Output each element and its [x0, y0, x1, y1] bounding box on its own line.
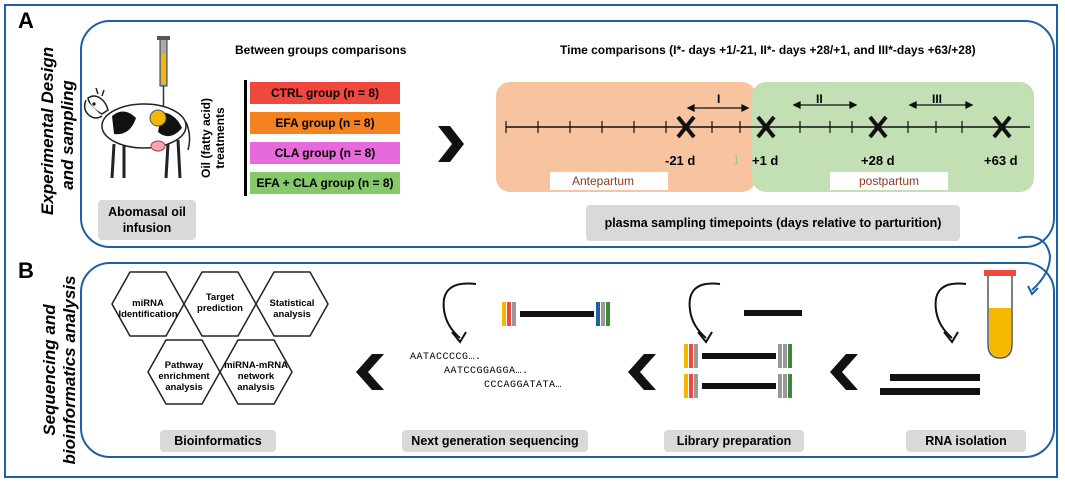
group-cla: CLA group (n = 8)	[250, 142, 400, 164]
chevron-left-icon	[830, 354, 858, 390]
treatments-label: Oil (fatty acid) treatments	[199, 73, 227, 203]
figure-frame	[4, 4, 1058, 478]
time-comparisons-header: Time comparisons (I*- days +1/-21, II*- …	[560, 43, 976, 57]
sequence-read-3: CCCAGGATATA…	[484, 380, 563, 391]
plasma-sampling-label: plasma sampling timepoints (days relativ…	[586, 205, 960, 241]
group-efa-cla: EFA + CLA group (n = 8)	[250, 172, 400, 194]
bioinformatics-hexagons	[111, 271, 329, 405]
infusion-line1: Abomasal oil	[108, 205, 186, 219]
panel-a-title-line1: Experimental Design	[38, 46, 57, 215]
hex4-line3: analysis	[165, 382, 203, 393]
treatments-line1: Oil (fatty acid)	[199, 98, 213, 179]
rna-isolation-label: RNA isolation	[906, 430, 1026, 452]
treatments-bracket	[244, 80, 247, 196]
sequence-read-1: AATACCCCG….	[410, 352, 482, 363]
interval-iii-arrow	[908, 100, 974, 110]
panel-b	[80, 262, 1055, 458]
hex-label-pathway: Pathway enrichment analysis	[149, 360, 219, 393]
panel-b-letter: B	[18, 258, 34, 283]
hex-network-analysis	[219, 339, 293, 405]
hex1-line1: miRNA	[132, 298, 164, 309]
hex-statistical-analysis	[255, 271, 329, 337]
sequence-read-2: AATCCGGAGGA….	[444, 366, 529, 377]
between-groups-header: Between groups comparisons	[235, 43, 407, 57]
panel-b-title-line2: bioinformatics analysis	[60, 275, 79, 465]
hex2-line1: Target	[205, 292, 235, 303]
group-efa: EFA group (n = 8)	[250, 112, 400, 134]
interval-iii-label: III	[932, 92, 943, 106]
timepoint-plus28: +28 d	[861, 153, 895, 168]
cow-icon	[83, 36, 191, 179]
hex-label-target: Target prediction	[185, 292, 255, 314]
chevron-left-icon	[356, 354, 384, 390]
library-prep-icon	[684, 282, 802, 398]
panel-a-title-line2: and sampling	[58, 80, 77, 190]
panel-a-side-title: Experimental Design and sampling	[38, 46, 78, 215]
treatments-line2: treatments	[213, 107, 227, 169]
hex3-line1: Statistical	[269, 298, 315, 309]
chevron-left-icon	[628, 354, 656, 390]
timepoint-minus21: -21 d	[665, 153, 696, 168]
hex-label-mirna: miRNA Identification	[113, 298, 183, 320]
faint-tick-label: 1	[733, 153, 740, 167]
ngs-read-icon	[442, 282, 610, 344]
hex5-line1: miRNA-mRNA	[224, 360, 288, 371]
abomasal-infusion-label: Abomasal oil infusion	[98, 200, 196, 240]
interval-ii-arrow	[792, 100, 858, 110]
postpartum-label: postpartum	[830, 172, 948, 190]
timeline	[505, 115, 1030, 139]
hex2-line2: prediction	[197, 303, 243, 314]
library-prep-label: Library preparation	[664, 430, 804, 452]
hex4-line2: enrichment	[158, 371, 210, 382]
hex-label-network: miRNA-mRNA network analysis	[221, 360, 291, 393]
timepoint-plus1: +1 d	[752, 153, 779, 168]
bioinformatics-label: Bioinformatics	[160, 430, 276, 452]
panel-a	[80, 20, 1055, 248]
hex5-line2: network	[237, 371, 275, 382]
hex3-line2: analysis	[273, 309, 311, 320]
hex5-line3: analysis	[237, 382, 275, 393]
group-ctrl: CTRL group (n = 8)	[250, 82, 400, 104]
interval-ii-label: II	[816, 92, 823, 106]
ngs-label: Next generation sequencing	[402, 430, 588, 452]
rna-isolation-icon	[880, 270, 1016, 395]
panel-a-letter: A	[18, 8, 34, 33]
panel-b-side-title: Sequencing and bioinformatics analysis	[40, 270, 80, 470]
chevron-right-icon	[438, 126, 464, 162]
interval-i-label: I	[717, 92, 721, 106]
antepartum-label: Antepartum	[550, 172, 668, 190]
hex4-line1: Pathway	[164, 360, 204, 371]
interval-arrows	[686, 103, 750, 113]
panel-b-title-line1: Sequencing and	[40, 304, 59, 436]
hex-label-statistical: Statistical analysis	[257, 298, 327, 320]
infusion-line2: infusion	[122, 221, 172, 235]
hex1-line2: Identification	[118, 309, 178, 320]
timepoint-plus63: +63 d	[984, 153, 1018, 168]
